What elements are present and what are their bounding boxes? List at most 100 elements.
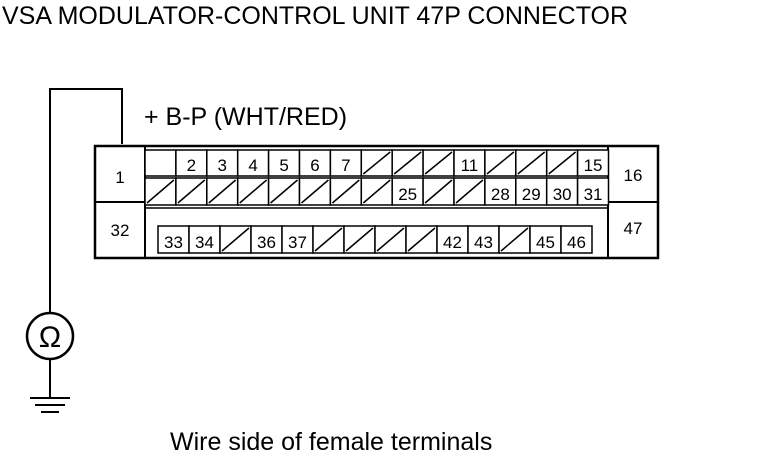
- terminal-5: 5: [267, 149, 301, 177]
- cavity-box: [391, 177, 424, 206]
- cavity-box: [188, 225, 221, 254]
- unused-cavity-slash: [500, 227, 529, 252]
- terminal-46: 46: [560, 225, 593, 254]
- terminal-cavity-empty: [515, 149, 548, 177]
- cavity-box: [545, 177, 579, 206]
- unused-cavity-slash: [270, 179, 298, 204]
- terminal-cavity-empty: [360, 177, 393, 206]
- cavity-box: [144, 149, 177, 177]
- terminal-number: 25: [398, 185, 417, 204]
- unused-cavity-slash: [362, 179, 391, 204]
- terminal-cavity-empty: [498, 225, 531, 254]
- terminal-number: 28: [491, 185, 510, 204]
- terminal-36: 36: [250, 225, 283, 254]
- terminal-cavity-empty: [453, 177, 486, 206]
- terminal-number: 42: [443, 233, 462, 252]
- terminal-cavity-empty: [206, 177, 239, 206]
- terminal-42: 42: [436, 225, 469, 254]
- terminal-number: 33: [164, 233, 183, 252]
- terminal-cavity-empty: [422, 149, 455, 177]
- terminal-47: 47: [624, 219, 643, 238]
- lower-recess: [144, 207, 609, 259]
- unused-cavity-slash: [331, 179, 360, 204]
- terminal-34: 34: [188, 225, 221, 254]
- probe-wire: [49, 88, 123, 313]
- wire-label: + B-P (WHT/RED): [144, 103, 347, 131]
- cavity-box: [250, 225, 283, 254]
- unused-cavity-slash: [517, 151, 546, 175]
- terminal-cavity-empty: [405, 225, 438, 254]
- terminal-number: 29: [522, 185, 541, 204]
- terminal-37: 37: [281, 225, 314, 254]
- terminal-cavity-empty: [391, 149, 424, 177]
- cavity-box: [560, 225, 593, 254]
- terminal-28: 28: [484, 177, 517, 206]
- terminal-number: 37: [288, 233, 307, 252]
- terminal-number: 3: [218, 156, 227, 175]
- diagram-caption: Wire side of female terminals: [170, 428, 493, 456]
- cavity-box: [576, 149, 610, 177]
- terminal-1: 1: [115, 168, 124, 187]
- terminal-7: 7: [329, 149, 363, 177]
- cavity-box: [529, 225, 562, 254]
- terminal-number: 7: [341, 156, 350, 175]
- terminal-cavity-empty: [219, 225, 252, 254]
- terminal-row-3: 33 34 36 37 42 43 45 46: [157, 225, 593, 254]
- unused-cavity-slash: [345, 227, 374, 252]
- unused-cavity-slash: [146, 179, 175, 204]
- terminal-cavity-empty: [312, 225, 345, 254]
- terminal-cavity-empty: [360, 149, 393, 177]
- terminal-25: 25: [391, 177, 424, 206]
- terminal-number: 45: [536, 233, 555, 252]
- terminal-cavity-empty: [144, 177, 177, 206]
- cavity-box: [576, 177, 610, 206]
- cavity-box: [436, 225, 469, 254]
- cavity-box: [298, 149, 332, 177]
- terminal-32: 32: [111, 221, 130, 240]
- terminal-33: 33: [157, 225, 190, 254]
- unused-cavity-slash: [407, 227, 436, 252]
- terminal-cavity-empty: [374, 225, 407, 254]
- unused-cavity-slash: [177, 179, 206, 204]
- terminal-3: 3: [206, 149, 239, 177]
- unused-cavity-slash: [362, 151, 391, 175]
- cavity-box: [453, 149, 486, 177]
- cavity-box: [206, 149, 239, 177]
- diagram-title: VSA MODULATOR-CONTROL UNIT 47P CONNECTOR: [2, 2, 629, 30]
- terminal-number: 30: [553, 185, 572, 204]
- terminal-number: 15: [584, 156, 603, 175]
- terminal-43: 43: [467, 225, 500, 254]
- terminal-cavity-empty: [484, 149, 517, 177]
- ohmmeter-icon: Ω: [25, 311, 75, 361]
- unused-cavity-slash: [314, 227, 343, 252]
- cavity-box: [236, 149, 270, 177]
- unused-cavity-slash: [424, 151, 453, 175]
- terminal-45: 45: [529, 225, 562, 254]
- unused-cavity-slash: [548, 151, 577, 175]
- terminal-number: 5: [279, 156, 288, 175]
- terminal-number: 2: [187, 156, 196, 175]
- unused-cavity-slash: [376, 227, 405, 252]
- unused-cavity-slash: [301, 179, 329, 204]
- ground-icon: [30, 397, 70, 413]
- terminal-cavity-plain: [144, 149, 177, 177]
- unused-cavity-slash: [486, 151, 515, 175]
- unused-cavity-slash: [239, 179, 268, 204]
- terminal-cavity-empty: [236, 177, 270, 206]
- terminal-cavity-empty: [545, 149, 579, 177]
- terminal-6: 6: [298, 149, 332, 177]
- terminal-31: 31: [576, 177, 610, 206]
- unused-cavity-slash: [455, 179, 484, 204]
- terminal-cavity-empty: [343, 225, 376, 254]
- terminal-16: 16: [624, 166, 643, 185]
- terminal-number: 43: [474, 233, 493, 252]
- terminal-11: 11: [453, 149, 486, 177]
- terminal-number: 11: [461, 156, 479, 175]
- ohm-symbol: Ω: [39, 321, 61, 354]
- terminal-cavity-empty: [422, 177, 455, 206]
- cavity-box: [515, 177, 548, 206]
- terminal-29: 29: [515, 177, 548, 206]
